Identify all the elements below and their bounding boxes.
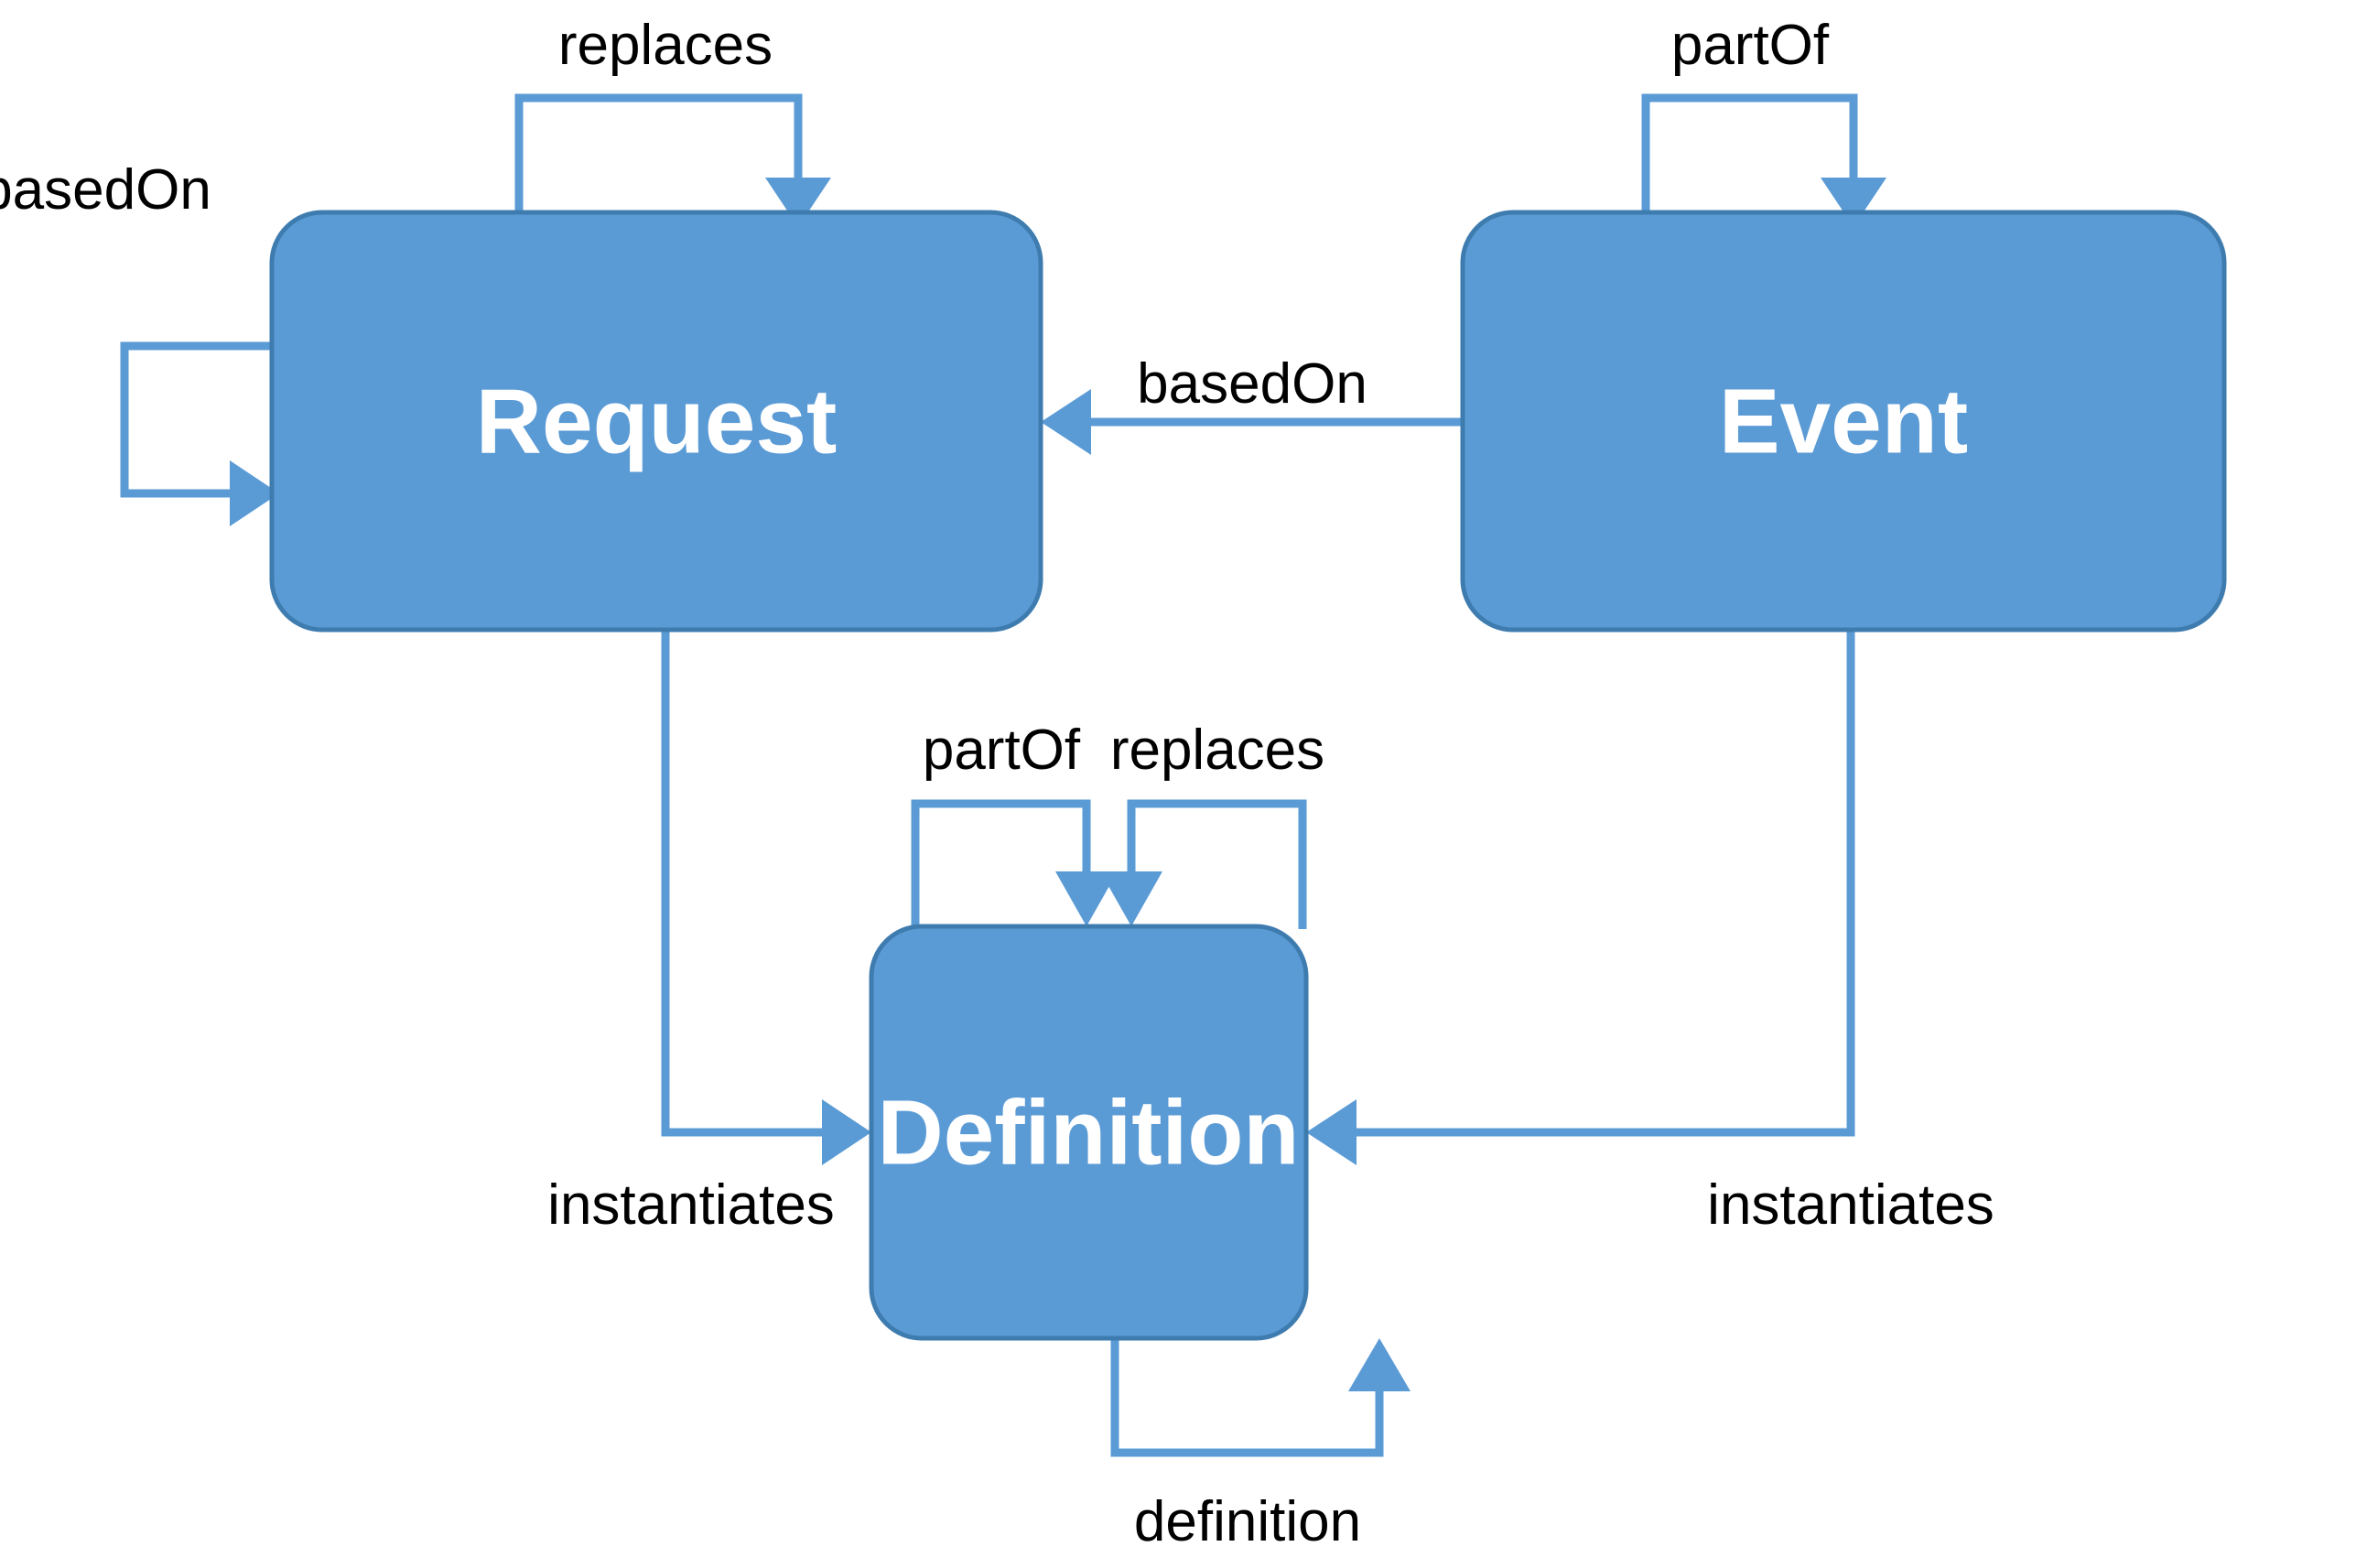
edge-label-request-replaces: replaces xyxy=(558,14,773,77)
node-event-label: Event xyxy=(1719,370,1968,472)
node-definition-label: Definition xyxy=(877,1081,1299,1184)
edge-definition-replaces-arrowhead xyxy=(1100,871,1162,926)
edge-definition-definition xyxy=(1110,1336,1411,1457)
node-event-shape[interactable] xyxy=(1460,210,2227,633)
edge-label-event-partof: partOf xyxy=(1671,14,1830,77)
edge-definition-definition-arrowhead xyxy=(1348,1338,1411,1391)
edge-request-replaces-line xyxy=(514,93,803,220)
edge-event-partof-arrowhead xyxy=(1821,178,1886,227)
edge-definition-definition-line xyxy=(1110,1336,1384,1457)
edge-label-request-basedon-self: basedOn xyxy=(0,158,211,222)
edge-definition-replaces-line xyxy=(1127,799,1307,929)
node-definition[interactable]: Definition xyxy=(869,924,1309,1341)
edge-event-basedon-request xyxy=(1041,389,1463,455)
edge-event-instantiates-line xyxy=(1355,630,1855,1137)
node-event[interactable]: Event xyxy=(1460,210,2227,633)
edge-definition-partof-line xyxy=(911,799,1091,929)
edge-event-instantiates-arrowhead xyxy=(1306,1099,1357,1165)
edge-request-replaces xyxy=(514,93,831,227)
edge-definition-partof xyxy=(911,799,1118,929)
edge-label-definition-definition: definition xyxy=(1134,1490,1361,1553)
node-request-label: Request xyxy=(476,370,838,472)
edge-label-request-instantiates: instantiates xyxy=(547,1173,835,1237)
edge-label-definition-partof: partOf xyxy=(923,719,1081,782)
edge-definition-partof-arrowhead xyxy=(1055,871,1118,926)
edge-event-partof xyxy=(1641,93,1886,227)
edge-event-partof-line xyxy=(1641,93,1858,220)
node-definition-shape[interactable] xyxy=(869,924,1309,1341)
edge-label-event-instantiates: instantiates xyxy=(1707,1173,1994,1237)
edge-request-instantiates-line xyxy=(661,630,824,1137)
node-request[interactable]: Request xyxy=(269,210,1043,633)
edge-request-basedon-self-arrowhead xyxy=(230,460,279,526)
edge-request-instantiates-arrowhead xyxy=(822,1099,871,1165)
edge-request-basedon-self-line xyxy=(120,341,279,498)
edge-label-definition-replaces: replaces xyxy=(1110,719,1324,782)
edge-label-event-basedon-request: basedOn xyxy=(1137,352,1367,416)
edge-request-replaces-arrowhead xyxy=(765,178,831,227)
edge-definition-replaces xyxy=(1100,799,1307,929)
edge-event-basedon-request-arrowhead xyxy=(1041,389,1091,455)
edge-event-instantiates xyxy=(1306,630,1855,1165)
edge-request-instantiates xyxy=(661,630,871,1165)
node-request-shape[interactable] xyxy=(269,210,1043,633)
edge-request-basedon-self xyxy=(120,341,279,526)
